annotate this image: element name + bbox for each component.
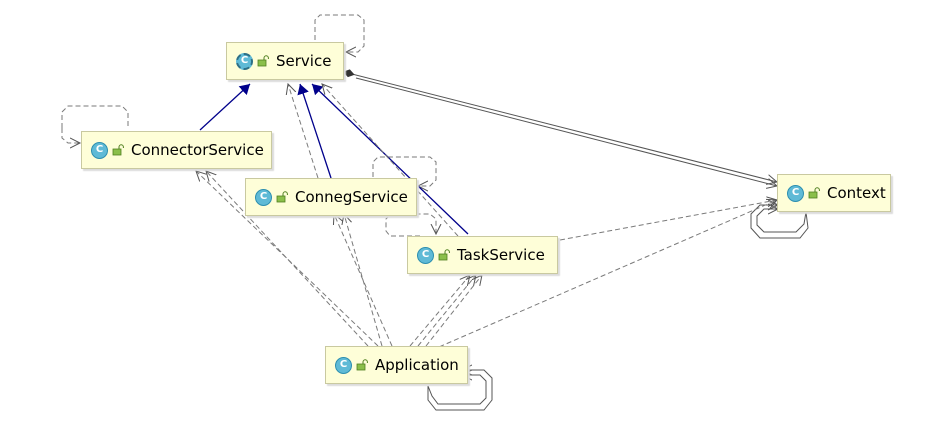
connector-extends-service-edge	[199, 83, 251, 131]
unlocked-icon	[276, 191, 288, 203]
service-class-node[interactable]: C Service	[226, 42, 344, 80]
task-service-class-node[interactable]: C TaskService	[407, 236, 558, 274]
unlocked-icon	[356, 359, 368, 371]
class-icon: C	[335, 356, 352, 374]
class-icon: C	[787, 184, 804, 202]
task-self-dependency-edge	[385, 213, 436, 237]
unlocked-icon	[257, 55, 269, 67]
task-service-dependency-edge	[322, 84, 459, 237]
application-task-dependency-edge-3	[425, 275, 482, 347]
class-name: Context	[827, 184, 886, 202]
application-conneg-dependency-edge-2	[344, 214, 383, 347]
service-context-composition-edge	[344, 72, 777, 182]
application-class-node[interactable]: C Application	[325, 346, 468, 384]
connector-self-dependency-edge	[61, 105, 129, 128]
context-self-composition-edge-2	[756, 209, 807, 233]
application-context-dependency-edge	[431, 200, 777, 351]
application-self-composition-edge-2	[427, 375, 487, 405]
connector-self-dependency-edge-2	[61, 128, 80, 143]
conneg-service-class-node[interactable]: C ConnegService	[245, 178, 417, 216]
context-class-node[interactable]: C Context	[777, 174, 891, 212]
service-context-composition-edge-2	[355, 77, 777, 186]
class-icon: C	[255, 188, 272, 206]
application-task-dependency-edge-2	[417, 275, 476, 347]
application-self-composition-edge	[427, 370, 493, 411]
unlocked-icon	[112, 144, 124, 156]
connector-service-class-node[interactable]: C ConnectorService	[81, 131, 272, 169]
conneg-service-dependency-edge	[288, 84, 319, 179]
class-name: ConnegService	[295, 188, 408, 206]
service-self-dependency-edge	[314, 14, 365, 52]
unlocked-icon	[808, 187, 820, 199]
application-connector-dependency-edge	[196, 171, 379, 347]
task-extends-service-edge	[311, 83, 469, 235]
task-context-dependency-edge	[559, 200, 777, 241]
conneg-extends-service-edge	[297, 83, 332, 179]
context-self-composition-edge	[750, 205, 809, 239]
class-name: ConnectorService	[131, 141, 264, 159]
class-icon: C	[91, 141, 108, 159]
class-name: Service	[276, 52, 332, 70]
class-name: Application	[375, 356, 459, 374]
application-task-dependency-edge	[409, 275, 470, 347]
unlocked-icon	[438, 249, 450, 261]
abstract-class-icon: C	[236, 52, 253, 70]
class-icon: C	[417, 246, 434, 264]
class-name: TaskService	[457, 246, 545, 264]
